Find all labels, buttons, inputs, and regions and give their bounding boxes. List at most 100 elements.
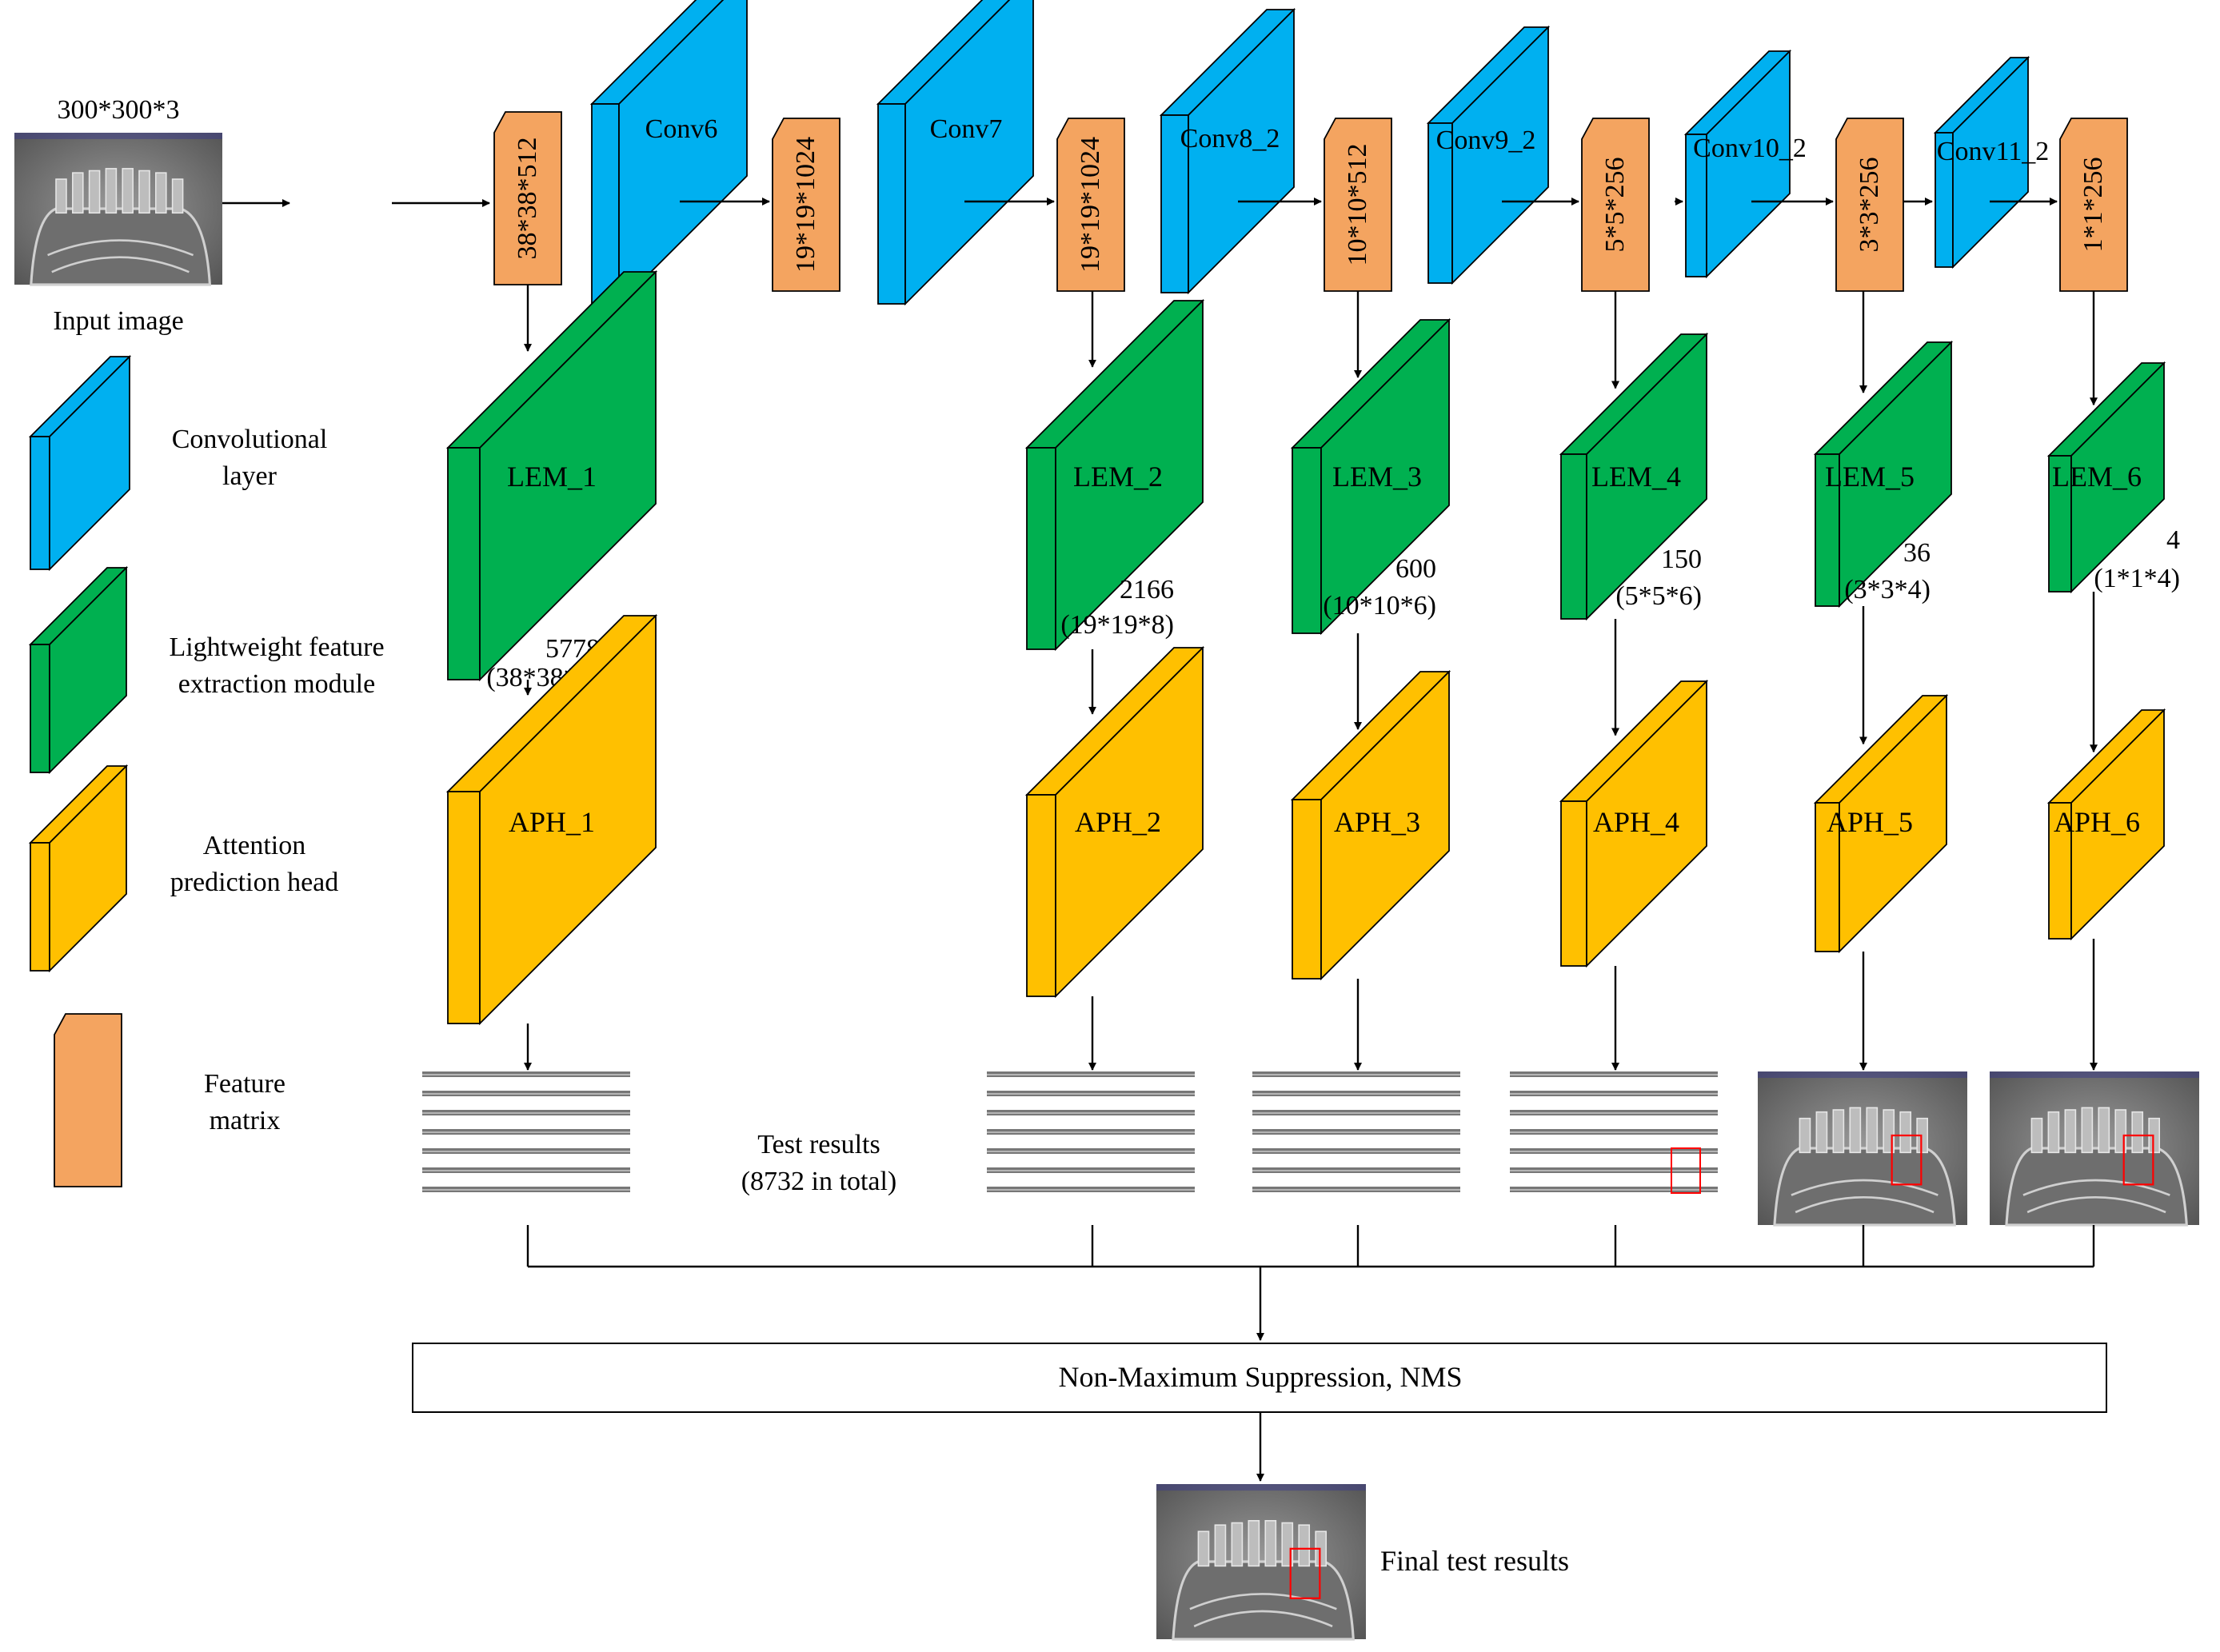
aph-label-3: APH_3 xyxy=(1334,806,1420,838)
conv-block-1-side-face xyxy=(618,0,748,306)
detection-box xyxy=(1891,1134,1923,1186)
aph-block-2-front-face xyxy=(1026,794,1056,997)
lem-block-1 xyxy=(445,269,658,682)
conv-block-4 xyxy=(1426,25,1551,285)
lem-block-3 xyxy=(1290,317,1451,636)
detection-box xyxy=(1289,1547,1321,1599)
detection-box xyxy=(1671,1147,1701,1194)
conv-label-2: Conv7 xyxy=(930,114,1003,144)
final-result-image-image xyxy=(1155,1482,1368,1641)
lem-label-6: LEM_6 xyxy=(2052,461,2142,493)
result-image-5 xyxy=(1756,1070,1969,1227)
lem-block-1-side-face xyxy=(479,269,657,682)
test-results-count: (8732 in total) xyxy=(741,1167,897,1196)
aph-block-1-front-face xyxy=(447,791,481,1024)
conv-block-6-side-face xyxy=(1952,55,2029,269)
legend-aph-block xyxy=(28,764,129,973)
feature-matrix-label-2: 19*19*1024 xyxy=(791,137,821,273)
legend-fm-line1: Feature xyxy=(204,1069,285,1099)
conv-label-1: Conv6 xyxy=(645,114,718,144)
lem-block-5-front-face xyxy=(1815,453,1840,607)
legend-conv-block-front-face xyxy=(30,436,50,570)
aph-block-2-side-face xyxy=(1055,645,1204,999)
legend-feature-block xyxy=(54,1013,122,1187)
lem-shape-4: (5*5*6) xyxy=(1615,581,1702,611)
aph-block-2 xyxy=(1024,645,1205,999)
result-strips-1 xyxy=(422,1071,630,1192)
result-strips-4 xyxy=(1510,1071,1718,1194)
nms-box xyxy=(412,1343,2107,1413)
aph-block-3-front-face xyxy=(1292,799,1322,980)
test-results-label: Test results xyxy=(757,1130,880,1159)
lem-block-6-side-face xyxy=(2070,361,2165,594)
conv-block-3-side-face xyxy=(1188,7,1295,295)
lem-label-2: LEM_2 xyxy=(1073,461,1163,493)
lem-block-3-front-face xyxy=(1292,447,1322,634)
aph-label-2: APH_2 xyxy=(1075,806,1161,838)
input-size-label: 300*300*3 xyxy=(58,95,180,125)
detection-box xyxy=(2122,1134,2154,1186)
legend-lem-block-front-face xyxy=(30,644,50,773)
aph-block-4 xyxy=(1559,679,1709,968)
lem-count-2: 2166 xyxy=(1120,575,1174,605)
legend-conv-block-side-face xyxy=(49,354,130,572)
conv-label-5: Conv10_2 xyxy=(1693,134,1807,163)
feature-matrix-label-5: 5*5*256 xyxy=(1600,158,1630,253)
nms-label: Non-Maximum Suppression, NMS xyxy=(1058,1361,1462,1393)
conv-block-3 xyxy=(1159,7,1296,295)
input-caption: Input image xyxy=(53,306,183,336)
lem-count-5: 36 xyxy=(1903,538,1931,568)
result-image-6-image xyxy=(1988,1070,2201,1227)
lem-label-1: LEM_1 xyxy=(507,461,597,493)
conv-label-6: Conv11_2 xyxy=(1937,137,2049,166)
result-strips-1-bars xyxy=(422,1071,630,1192)
aph-block-3 xyxy=(1290,669,1451,981)
legend-aph-block-side-face xyxy=(49,764,127,973)
conv-block-1-front-face xyxy=(591,103,620,305)
lem-shape-6: (1*1*4) xyxy=(2094,564,2180,593)
feature-matrix-label-6: 3*3*256 xyxy=(1855,158,1884,253)
legend-lem-line1: Lightweight feature xyxy=(169,632,384,662)
aph-block-1 xyxy=(445,613,658,1026)
lem-label-3: LEM_3 xyxy=(1332,461,1422,493)
aph-block-3-side-face xyxy=(1320,669,1450,981)
legend-lem-block-side-face xyxy=(49,565,127,775)
legend-fm-line2: matrix xyxy=(210,1106,281,1135)
lem-count-3: 600 xyxy=(1395,554,1436,584)
aph-block-4-side-face xyxy=(1586,679,1707,968)
feature-matrix-6 xyxy=(1835,118,1904,292)
aph-block-6-side-face xyxy=(2070,708,2165,941)
lem-label-4: LEM_4 xyxy=(1591,461,1681,493)
aph-label-5: APH_5 xyxy=(1827,806,1913,838)
result-strips-4-bars xyxy=(1510,1071,1718,1192)
aph-block-6 xyxy=(2046,708,2166,941)
legend-conv-line1: Convolutional xyxy=(172,425,328,454)
aph-block-4-front-face xyxy=(1560,800,1587,967)
aph-label-6: APH_6 xyxy=(2054,806,2140,838)
lem-block-3-side-face xyxy=(1320,317,1450,636)
lem-count-6: 4 xyxy=(2166,525,2180,555)
conv-block-5 xyxy=(1683,49,1792,279)
aph-block-1-side-face xyxy=(479,613,657,1026)
lem-block-6-front-face xyxy=(2048,455,2072,593)
lem-count-4: 150 xyxy=(1661,545,1702,574)
conv-block-4-side-face xyxy=(1451,25,1549,285)
legend-lem-block xyxy=(28,565,129,775)
lem-block-4-front-face xyxy=(1560,453,1587,620)
legend-lem-line2: extraction module xyxy=(178,669,375,699)
input-image-image xyxy=(13,131,224,286)
conv-block-1 xyxy=(589,0,748,306)
result-image-6 xyxy=(1988,1070,2201,1227)
feature-matrix-label-1: 38*38*512 xyxy=(513,138,542,260)
aph-block-6-front-face xyxy=(2048,802,2072,940)
legend-aph-line1: Attention xyxy=(203,831,305,860)
lem-block-1-front-face xyxy=(447,447,481,680)
lem-shape-5: (3*3*4) xyxy=(1844,575,1931,605)
input-image xyxy=(13,131,224,286)
conv-block-3-front-face xyxy=(1160,114,1189,293)
result-strips-2-bars xyxy=(987,1071,1195,1192)
conv-block-6 xyxy=(1933,55,2030,269)
lem-block-4 xyxy=(1559,332,1709,621)
result-strips-3-bars xyxy=(1252,1071,1460,1192)
